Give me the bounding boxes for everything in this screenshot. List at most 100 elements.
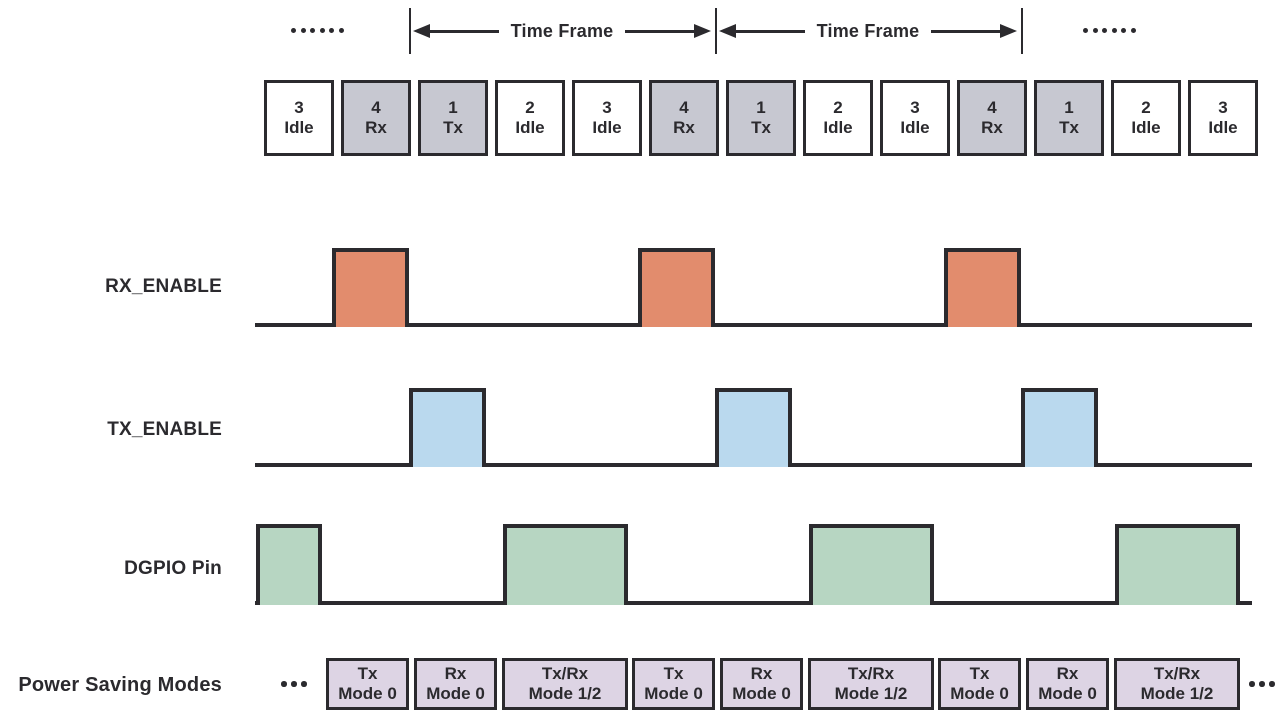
ellipsis-top-right-icon <box>1083 28 1136 33</box>
frame-boundary-tick <box>715 8 717 54</box>
timeslot-type: Idle <box>1131 118 1161 137</box>
timeslot-type: Idle <box>823 118 853 137</box>
timeslot-type: Rx <box>673 118 695 137</box>
timeslot-number: 3 <box>294 98 304 117</box>
arrow-shaft <box>430 29 499 33</box>
timeslot-number: 1 <box>448 98 458 117</box>
power-mode-line2: Mode 0 <box>950 684 1009 703</box>
ellipsis-dot <box>310 28 315 33</box>
ellipsis-dot <box>300 28 306 33</box>
timeslot-type: Tx <box>751 118 771 137</box>
timeslot-number: 2 <box>1141 98 1151 117</box>
timeslot-number: 2 <box>525 98 535 117</box>
time-frame-label: Time Frame <box>816 20 920 41</box>
ellipsis-dot <box>319 28 325 33</box>
power-mode-line2: Mode 0 <box>1038 684 1097 703</box>
timeslot-type: Idle <box>592 118 622 137</box>
signal-baseline <box>255 601 1252 605</box>
power-mode-line1: Tx <box>663 664 684 683</box>
signal-pulse <box>409 388 486 467</box>
frame-boundary-tick <box>409 8 411 54</box>
signal-pulse <box>1115 524 1240 605</box>
ellipsis-dot <box>1102 28 1107 33</box>
signal-pulse <box>332 248 409 327</box>
power-mode-line2: Mode 1/2 <box>834 684 908 703</box>
signal-label-rx-enable: RX_ENABLE <box>105 276 222 297</box>
timeslot-type: Rx <box>981 118 1003 137</box>
timeslot-number: 4 <box>371 98 381 117</box>
timeslot-number: 3 <box>602 98 612 117</box>
ellipsis-dot <box>1111 28 1117 33</box>
signal-label-tx-enable: TX_ENABLE <box>107 419 222 440</box>
signal-pulse <box>638 248 715 327</box>
timeslot-type: Idle <box>1208 118 1238 137</box>
timeslot-type: Tx <box>1059 118 1079 137</box>
power-mode-line2: Mode 1/2 <box>528 684 602 703</box>
ellipsis-dot <box>1130 28 1136 33</box>
ellipsis-dot <box>291 681 297 687</box>
power-mode-line2: Mode 0 <box>644 684 703 703</box>
power-mode-line2: Mode 0 <box>426 684 485 703</box>
timeslot-number: 2 <box>833 98 843 117</box>
ellipsis-dot <box>338 28 344 33</box>
timeslot-number: 3 <box>1218 98 1228 117</box>
ellipsis-dot <box>301 681 307 687</box>
power-mode-line1: Tx <box>357 664 378 683</box>
power-mode-line1: Rx <box>444 664 467 683</box>
signal-pulse <box>809 524 934 605</box>
signal-label-dgpio-pin: DGPIO Pin <box>124 558 222 579</box>
ellipsis-dot <box>291 28 296 33</box>
ellipsis-dot <box>1269 681 1275 687</box>
power-mode-line1: Rx <box>750 664 773 683</box>
time-frame-label: Time Frame <box>510 20 614 41</box>
ellipsis-dot <box>1092 28 1098 33</box>
ellipsis-dot <box>1121 28 1126 33</box>
power-saving-modes-label: Power Saving Modes <box>18 674 222 696</box>
frame-boundary-tick <box>1021 8 1023 54</box>
timeslot-type: Tx <box>443 118 463 137</box>
timeslot-number: 1 <box>1064 98 1074 117</box>
signal-pulse <box>944 248 1021 327</box>
signal-pulse <box>256 524 322 605</box>
power-mode-line2: Mode 1/2 <box>1140 684 1214 703</box>
timeslot-number: 4 <box>679 98 689 117</box>
arrow-shaft <box>736 29 805 33</box>
ellipsis-dot <box>281 681 287 687</box>
arrowhead-left-icon <box>413 24 430 38</box>
timeslot-number: 3 <box>910 98 920 117</box>
ellipsis-bottom-right-icon <box>1249 681 1275 687</box>
power-mode-line1: Tx/Rx <box>1153 664 1201 683</box>
arrowhead-left-icon <box>719 24 736 38</box>
time-frame-span: Time Frame <box>719 18 1017 44</box>
arrow-shaft <box>625 29 694 33</box>
ellipsis-dot <box>329 28 334 33</box>
signal-baseline <box>255 323 1252 327</box>
arrowhead-right-icon <box>694 24 711 38</box>
time-frame-span: Time Frame <box>413 18 711 44</box>
power-mode-line1: Tx/Rx <box>541 664 589 683</box>
signal-pulse <box>1021 388 1098 467</box>
power-mode-line2: Mode 0 <box>338 684 397 703</box>
timeslot-type: Idle <box>515 118 545 137</box>
ellipsis-dot <box>1249 681 1255 687</box>
timeslot-type: Rx <box>365 118 387 137</box>
